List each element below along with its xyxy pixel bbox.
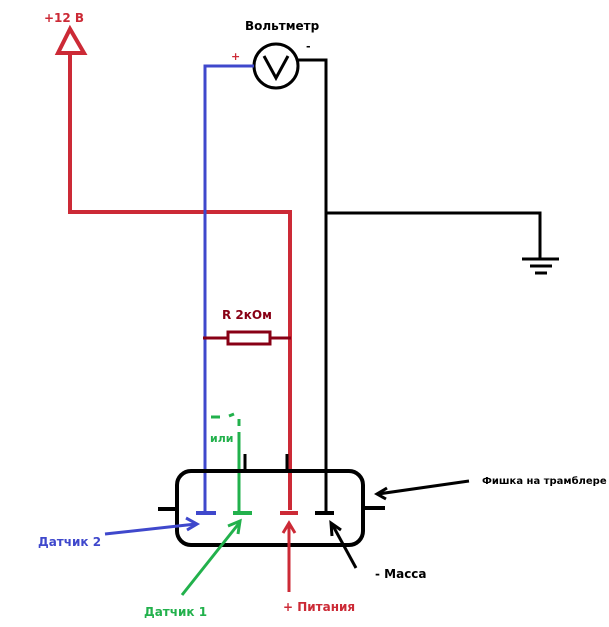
ground-branch-wire: [326, 211, 542, 258]
sensor1-label: Датчик 1: [144, 605, 207, 619]
ground-symbol-icon: [522, 257, 559, 275]
supply-terminal-icon: [54, 24, 88, 55]
supply-label: +12 В: [44, 11, 84, 25]
sensor2-wire: [203, 64, 254, 512]
supply-wire: [68, 55, 292, 510]
ground-label: - Масса: [375, 567, 427, 581]
connector-label: Фишка на трамблере: [482, 475, 607, 487]
voltmeter-icon: [252, 42, 300, 90]
power-arrow-icon: [281, 520, 297, 592]
voltmeter-plus-label: +: [231, 50, 240, 63]
voltmeter-v-glyph: [262, 55, 290, 82]
ground-wire: [298, 58, 328, 512]
resistor-icon: [226, 330, 272, 346]
sensor1-alt-dashed-wire: [211, 412, 241, 426]
voltmeter-label: Вольтметр: [245, 19, 320, 33]
or-label: или: [210, 432, 233, 445]
power-label: + Питания: [283, 600, 355, 614]
sensor1-arrow-icon: [180, 518, 242, 596]
sensor2-arrow-icon: [104, 516, 201, 536]
ground-arrow-icon: [329, 519, 358, 569]
connector-arrow-icon: [374, 479, 470, 501]
sensor2-label: Датчик 2: [38, 535, 101, 549]
resistor-label: R 2кОм: [222, 308, 272, 322]
voltmeter-minus-label: -: [306, 40, 311, 53]
